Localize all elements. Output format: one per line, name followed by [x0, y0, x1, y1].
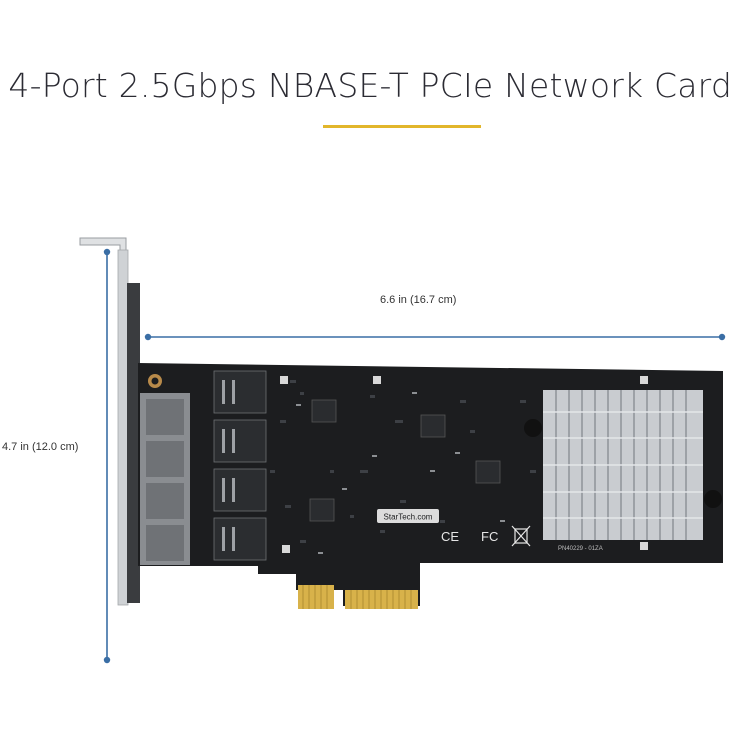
pcie-edge-connector	[298, 585, 418, 609]
circuit-board: StarTech.com CE FC PN40229 - 01ZA	[138, 363, 723, 609]
part-number-label: PN40229 - 01ZA	[558, 546, 603, 552]
fcc-mark: FC	[481, 529, 498, 544]
height-dimension-label: 4.7 in (12.0 cm)	[0, 441, 81, 453]
width-dimension-line	[144, 333, 726, 341]
heatsink-icon	[524, 390, 722, 540]
mounting-bracket	[79, 237, 140, 606]
controller-chip	[309, 498, 335, 522]
height-dimension-line	[103, 248, 111, 664]
product-title: 4-Port 2.5Gbps NBASE-T PCIe Network Card	[8, 66, 732, 105]
brand-label: StarTech.com	[384, 513, 433, 522]
controller-chip	[475, 460, 501, 484]
ce-mark: CE	[441, 529, 459, 544]
width-dimension-label: 6.6 in (16.7 cm)	[380, 294, 457, 306]
weee-bin-icon	[511, 525, 531, 547]
controller-chip	[311, 399, 337, 423]
title-underline	[323, 125, 481, 128]
ethernet-port-icon	[140, 393, 190, 565]
controller-chip	[420, 414, 446, 438]
magnetics-transformers	[213, 370, 267, 561]
